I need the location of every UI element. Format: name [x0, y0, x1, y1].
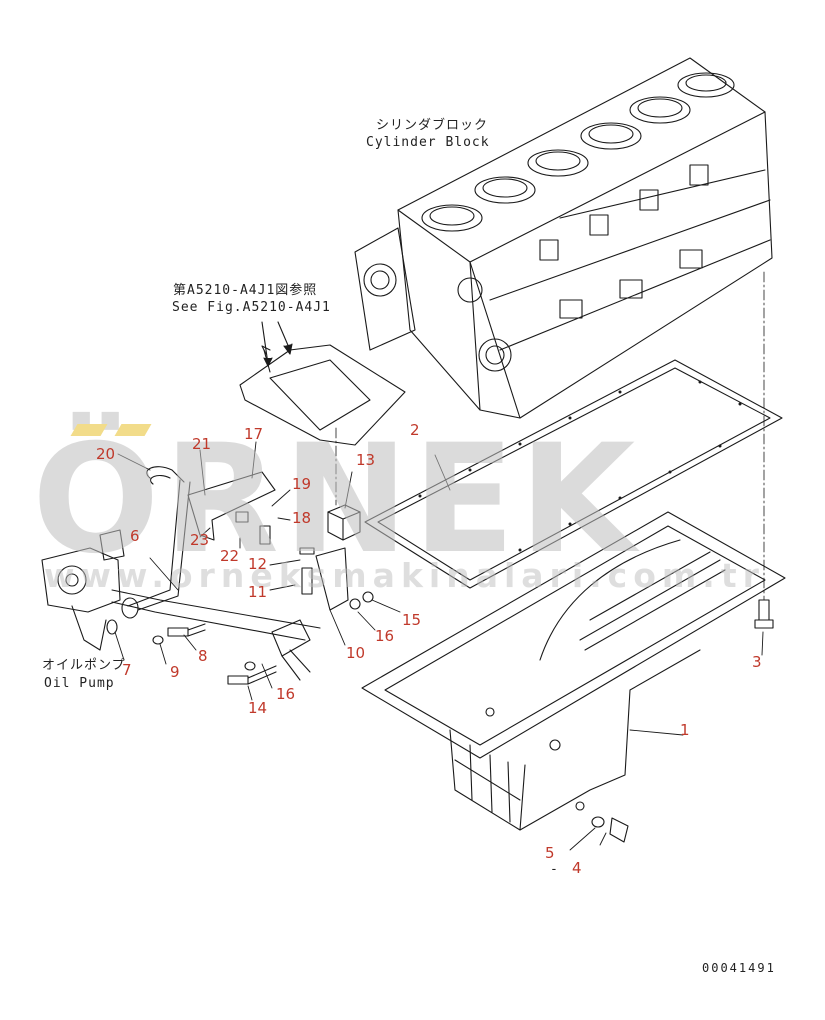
cylinder-block-label-jp: シリンダブロック [376, 118, 489, 133]
callout-21: 21 [192, 435, 212, 453]
watermark-brand: ÖRNEK [32, 413, 640, 587]
callout-3: 3 [752, 653, 762, 671]
callout-6: 6 [130, 527, 140, 545]
drawing-number: 00041491 [702, 961, 776, 975]
callout-11: 11 [248, 583, 268, 601]
callout-8: 8 [198, 647, 208, 665]
watermark-accent [70, 424, 162, 438]
callout-16-a: 16 [375, 627, 395, 645]
callout-23: 23 [190, 531, 210, 549]
callout-18: 18 [292, 509, 312, 527]
spacer-block [327, 427, 361, 541]
reference-arrows [261, 321, 293, 367]
callout-16-b: 16 [276, 685, 296, 703]
watermark-site: www.orneksmakinalari.com.tr [44, 556, 765, 595]
oil-pump-label-en: Oil Pump [44, 676, 115, 691]
watermark-accent-right [114, 424, 152, 436]
callout-20: 20 [96, 445, 116, 463]
oil-pan [361, 511, 786, 831]
oil-pump-label-jp: オイルポンプ [42, 658, 126, 673]
drain-plug [591, 816, 629, 843]
reference-label-jp: 第A5210-A4J1図参照 [173, 283, 318, 298]
callout-22: 22 [220, 547, 240, 565]
bolts [152, 511, 315, 685]
callout-10: 10 [346, 644, 366, 662]
callout-15: 15 [402, 611, 422, 629]
cylinder-block-label-en: Cylinder Block [366, 135, 490, 150]
oil-pan-bolt [754, 271, 774, 629]
callout-19: 19 [292, 475, 312, 493]
tube-bracket [315, 547, 374, 611]
suction-bracket [146, 466, 276, 541]
callout-2: 2 [410, 421, 420, 439]
leader-lines [114, 441, 764, 851]
callout-9: 9 [170, 663, 180, 681]
oil-pump [41, 529, 125, 651]
watermark-accent-left [70, 424, 108, 436]
oil-pan-gasket [364, 359, 783, 589]
callout-5: 5 [545, 844, 555, 862]
callout-4: 4 [572, 859, 582, 877]
callout-13: 13 [356, 451, 376, 469]
dash-mark: - [550, 862, 559, 877]
callout-12: 12 [248, 555, 268, 573]
bearing-cap [239, 344, 406, 446]
callout-7: 7 [122, 661, 132, 679]
cylinder-block [354, 57, 773, 419]
callout-17: 17 [244, 425, 264, 443]
callout-1: 1 [680, 721, 690, 739]
callout-14: 14 [248, 699, 268, 717]
reference-label-en: See Fig.A5210-A4J1 [172, 300, 331, 315]
suction-tube [111, 479, 321, 681]
